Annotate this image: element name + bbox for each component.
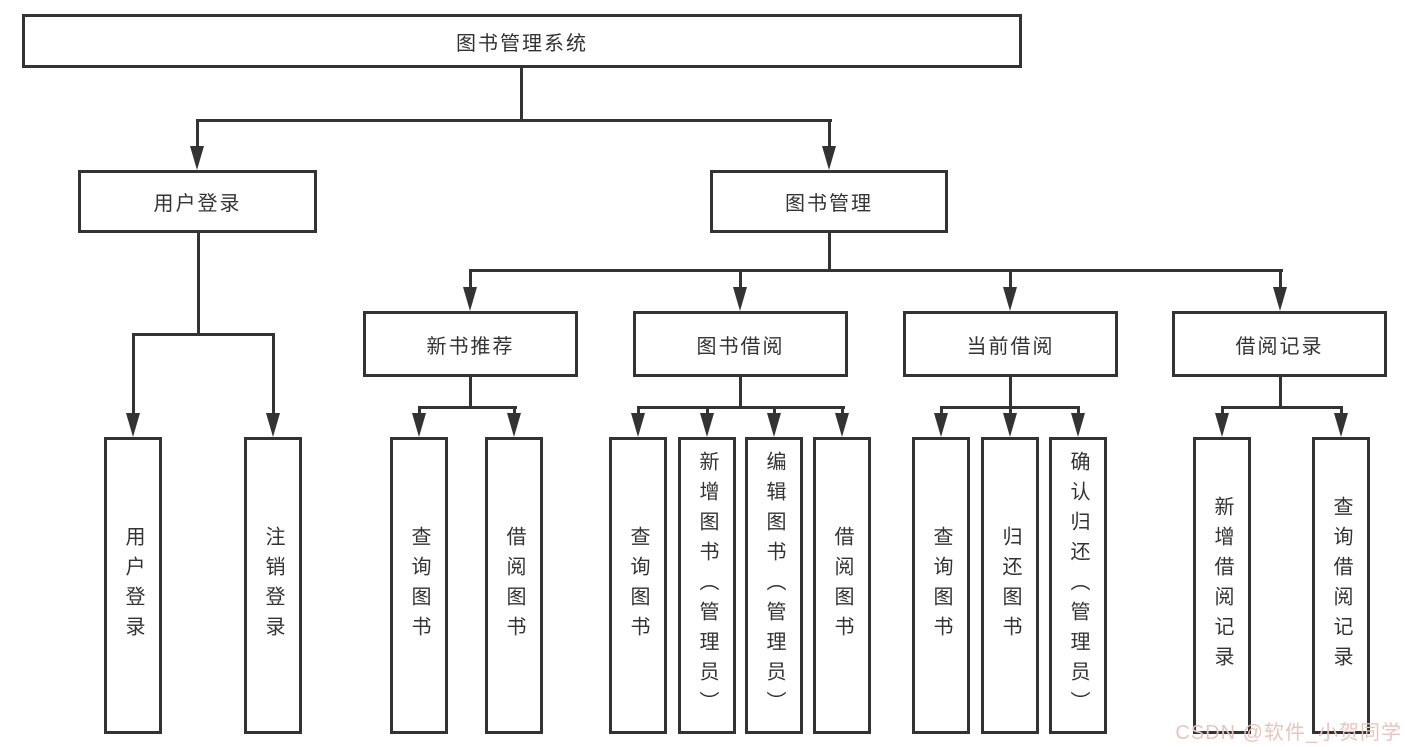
connector-arrowhead xyxy=(507,413,521,437)
connector-arrowhead xyxy=(266,413,280,437)
leaf-query-borrow-record: 查询借阅记录 xyxy=(1312,437,1370,734)
connector-line xyxy=(637,406,640,418)
connector-line xyxy=(418,406,421,418)
leaf-user-login: 用户登录 xyxy=(104,437,162,734)
connector-arrowhead xyxy=(1003,287,1017,311)
connector-line xyxy=(197,231,200,336)
connector-line xyxy=(1009,375,1012,409)
connector-line xyxy=(196,119,199,149)
node-user-login: 用户登录 xyxy=(78,170,317,233)
connector-line xyxy=(132,333,135,415)
connector-line xyxy=(739,375,742,409)
connector-line xyxy=(469,269,472,290)
connector-arrowhead xyxy=(1071,413,1085,437)
connector-line xyxy=(1009,269,1012,290)
connector-line xyxy=(520,66,523,122)
leaf-borrow-books-recommend: 借阅图书 xyxy=(485,437,543,734)
node-book-management-system: 图书管理系统 xyxy=(22,14,1022,68)
connector-arrowhead xyxy=(463,287,477,311)
connector-line xyxy=(1340,406,1343,418)
connector-arrowhead xyxy=(934,413,948,437)
connector-arrowhead xyxy=(631,413,645,437)
connector-line xyxy=(272,333,275,415)
connector-line xyxy=(828,119,831,149)
connector-line xyxy=(773,406,776,418)
connector-arrowhead xyxy=(126,413,140,437)
connector-arrowhead xyxy=(412,413,426,437)
connector-line xyxy=(706,406,709,418)
node-current-borrowing: 当前借阅 xyxy=(903,311,1118,377)
leaf-query-books-current: 查询图书 xyxy=(912,437,970,734)
leaf-borrow-books-borrowing: 借阅图书 xyxy=(813,437,871,734)
connector-arrowhead xyxy=(733,287,747,311)
connector-line xyxy=(1221,406,1224,418)
connector-arrowhead xyxy=(190,146,204,170)
connector-arrowhead xyxy=(767,413,781,437)
connector-line xyxy=(828,231,831,272)
connector-line xyxy=(132,333,275,336)
connector-line xyxy=(1221,406,1343,409)
node-book-borrowing: 图书借阅 xyxy=(633,311,848,377)
connector-arrowhead xyxy=(1273,287,1287,311)
leaf-edit-books-admin: 编辑图书（管理员） xyxy=(745,437,803,734)
connector-line xyxy=(841,406,844,418)
connector-line xyxy=(1009,406,1012,418)
connector-line xyxy=(940,406,943,418)
connector-line xyxy=(469,269,1283,272)
node-borrowing-records: 借阅记录 xyxy=(1172,311,1387,377)
connector-line xyxy=(513,406,516,418)
leaf-query-books-borrowing: 查询图书 xyxy=(609,437,667,734)
connector-line xyxy=(739,269,742,290)
leaf-logout: 注销登录 xyxy=(244,437,302,734)
connector-arrowhead xyxy=(700,413,714,437)
watermark: CSDN @软件_小贺同学 xyxy=(1175,722,1402,744)
leaf-confirm-return-admin: 确认归还（管理员） xyxy=(1049,437,1107,734)
node-book-management: 图书管理 xyxy=(710,170,948,233)
connector-line xyxy=(418,406,517,409)
node-new-book-recommend: 新书推荐 xyxy=(363,311,578,377)
connector-arrowhead xyxy=(822,146,836,170)
connector-line xyxy=(469,375,472,409)
connector-line xyxy=(1279,375,1282,409)
leaf-add-books-admin: 新增图书（管理员） xyxy=(678,437,736,734)
connector-line xyxy=(196,119,832,122)
connector-arrowhead xyxy=(835,413,849,437)
connector-arrowhead xyxy=(1334,413,1348,437)
connector-arrowhead xyxy=(1215,413,1229,437)
leaf-return-books: 归还图书 xyxy=(981,437,1039,734)
leaf-query-books-recommend: 查询图书 xyxy=(390,437,448,734)
connector-line xyxy=(1279,269,1282,290)
connector-line xyxy=(637,406,845,409)
connector-line xyxy=(1077,406,1080,418)
leaf-add-borrow-record: 新增借阅记录 xyxy=(1193,437,1251,734)
connector-arrowhead xyxy=(1003,413,1017,437)
